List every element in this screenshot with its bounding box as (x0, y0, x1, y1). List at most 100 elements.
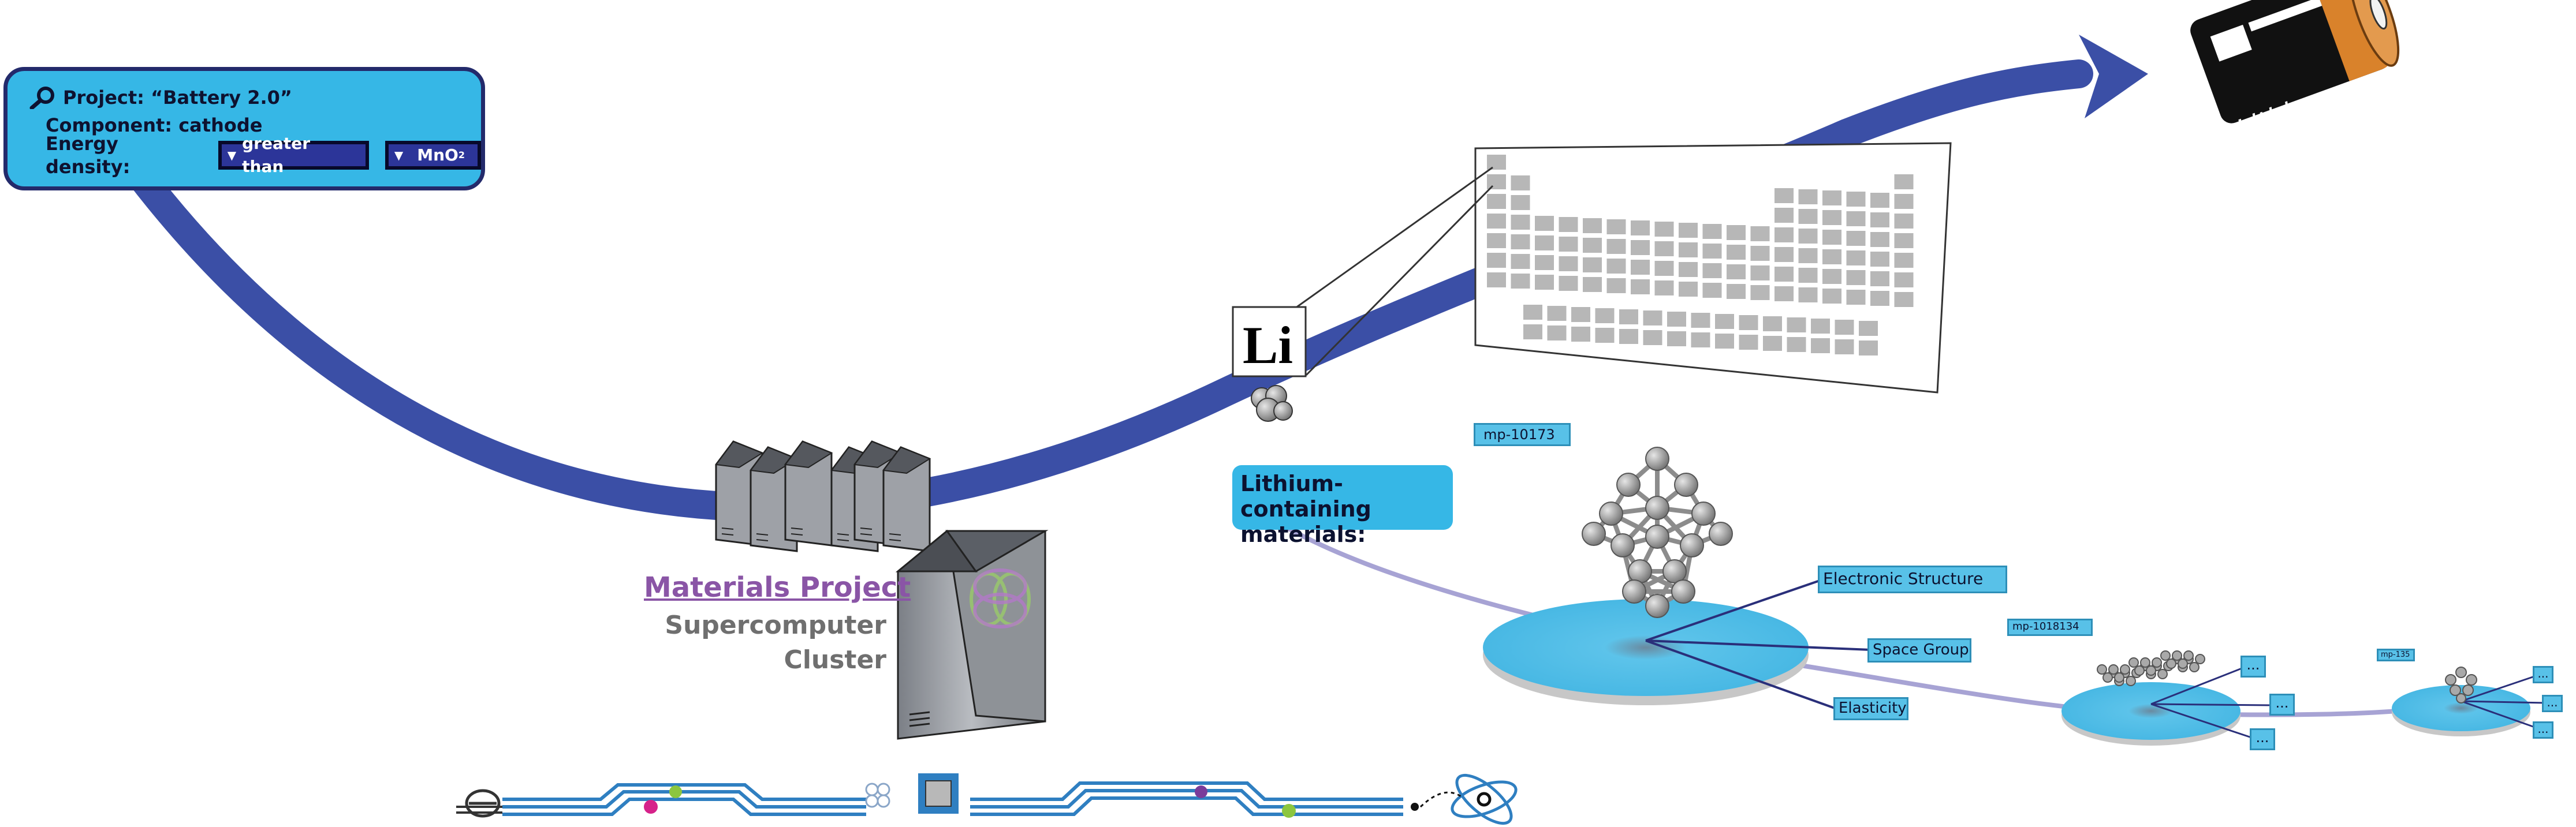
element-cell (1798, 268, 1818, 283)
dropdown-arrow-icon: ▼ (227, 148, 237, 162)
element-cell (1583, 238, 1602, 253)
element-cell (1547, 325, 1567, 340)
element-cell (1535, 275, 1554, 290)
element-cell (1846, 192, 1866, 207)
element-cell (1559, 217, 1578, 232)
crystal-atom (2102, 672, 2113, 683)
element-cell (1822, 269, 1841, 284)
component-row: Component: cathode (28, 111, 481, 139)
element-cell (1822, 249, 1841, 264)
element-cell (1870, 291, 1889, 306)
element-cell (1523, 324, 1542, 339)
element-cell (1822, 190, 1841, 205)
element-cell (1654, 222, 1674, 237)
more-button[interactable]: ... (2542, 695, 2563, 712)
crystal-atom (1662, 559, 1687, 583)
search-query-panel[interactable]: Project: “Battery 2.0” Component: cathod… (3, 67, 485, 190)
element-cell (1727, 225, 1746, 240)
element-cell (1583, 277, 1602, 292)
crystal-atom (2195, 654, 2205, 664)
reference-subscript: 2 (458, 149, 465, 160)
element-cell (1679, 242, 1698, 257)
element-cell (1846, 270, 1866, 285)
server-tower (882, 446, 931, 552)
material-id-tag[interactable]: mp-10173 (1474, 423, 1571, 446)
qubit-chip-icon (865, 773, 959, 814)
crystal-atom (2126, 676, 2136, 686)
element-cell (1715, 334, 1734, 349)
comparator-value: greater than (242, 134, 311, 176)
element-cell (1643, 310, 1662, 325)
circuit-lines (456, 781, 1403, 816)
element-cell (1631, 279, 1650, 294)
element-cell (1654, 261, 1674, 276)
crystal-atom (1645, 525, 1669, 549)
element-cell (1487, 194, 1506, 209)
materials-project-link[interactable]: Materials Project (644, 571, 911, 604)
crystal-atom (2114, 672, 2124, 683)
element-cell (1511, 274, 1530, 289)
element-cell (1787, 317, 1806, 332)
property-elasticity[interactable]: Elasticity (1833, 697, 1908, 720)
reference-value: MnO (417, 145, 458, 164)
material-id-tag-3[interactable]: mp-135 (2377, 649, 2415, 661)
element-cell (1535, 235, 1554, 250)
element-cell (1487, 174, 1506, 189)
atom-orbit-icon (1419, 773, 1518, 825)
search-icon[interactable] (28, 86, 58, 109)
material-id-tag-2[interactable]: mp-1018134 (2007, 619, 2093, 636)
element-cell (1846, 231, 1866, 246)
element-cell (1870, 252, 1889, 267)
results-header: Lithium-containing materials: (1232, 465, 1453, 547)
more-button[interactable]: ... (2241, 656, 2266, 678)
crystal-atom (2128, 657, 2139, 668)
element-cell (1679, 262, 1698, 277)
property-electronic-structure[interactable]: Electronic Structure (1818, 566, 2007, 593)
element-cell (1763, 316, 1782, 331)
element-cell (1619, 329, 1638, 344)
element-cell (1511, 234, 1530, 249)
crystal-atom (2108, 664, 2119, 675)
element-cell (1739, 315, 1758, 330)
element-cell (1559, 237, 1578, 252)
crystal-atom (1622, 579, 1646, 604)
more-button[interactable]: ... (2269, 694, 2295, 716)
more-button[interactable]: ... (2533, 666, 2553, 683)
element-cell (1606, 278, 1626, 293)
comparator-dropdown[interactable]: ▼ greater than (218, 134, 369, 176)
element-cell (1835, 339, 1854, 354)
element-cell (1750, 285, 1770, 300)
element-cell (1750, 265, 1770, 280)
element-cell (1511, 195, 1530, 210)
crystal-atom (2172, 650, 2182, 661)
element-cell (1787, 337, 1806, 352)
element-cell (1894, 272, 1914, 287)
element-cell (1894, 292, 1914, 307)
element-cell (1894, 233, 1914, 248)
more-button[interactable]: ... (2533, 721, 2553, 739)
cluster-label: Cluster (784, 645, 886, 675)
element-cell (1487, 233, 1506, 248)
element-cell (1619, 309, 1638, 324)
crystal-atom (2120, 664, 2130, 675)
more-button[interactable]: ... (2250, 728, 2275, 750)
crystal-atom (1628, 559, 1652, 583)
element-cell (1775, 227, 1794, 242)
property-space-group[interactable]: Space Group (1867, 638, 1971, 663)
result-links (1287, 526, 2397, 717)
crystal-atom (1691, 502, 1716, 526)
component-label: Component: cathode (46, 114, 263, 136)
element-cell (1775, 247, 1794, 262)
crystal-atom (2183, 650, 2194, 661)
element-cell (1727, 264, 1746, 279)
element-cell (1702, 283, 1722, 298)
element-cell (1583, 257, 1602, 272)
element-cell (1894, 253, 1914, 268)
element-cell (1606, 259, 1626, 274)
element-cell (1523, 305, 1542, 320)
crystal-atom (2140, 657, 2150, 668)
element-cell (1798, 287, 1818, 302)
element-cell (1775, 267, 1794, 282)
